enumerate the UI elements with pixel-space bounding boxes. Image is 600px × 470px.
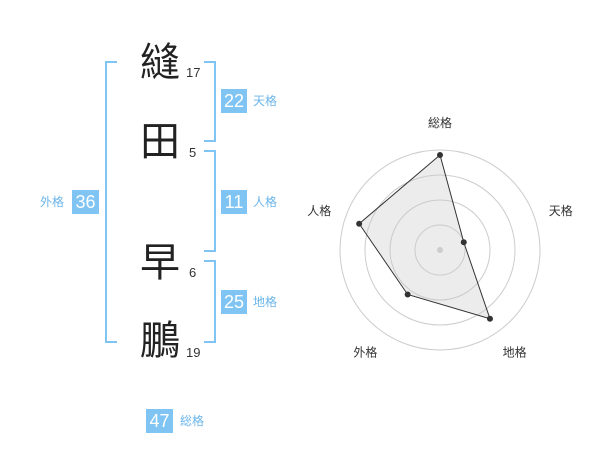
- radar-axis-label-3: 地格: [503, 345, 527, 360]
- name-char-4: 鵬: [140, 318, 180, 364]
- radar-ring: [389, 199, 491, 301]
- jinkaku-label: 人格: [253, 195, 278, 209]
- radar-point-5: [356, 220, 363, 227]
- jinkaku-value: 11: [221, 190, 247, 214]
- soukaku-label: 総格: [180, 414, 205, 428]
- radar-point-4: [404, 291, 411, 298]
- radar-point-3: [486, 315, 493, 322]
- name-char-1: 縫: [140, 40, 180, 86]
- stroke-count-2: 5: [189, 145, 197, 160]
- gaikaku-bracket: [105, 61, 117, 343]
- radar-axis-label-5: 人格: [307, 203, 331, 218]
- radar-point-1: [437, 152, 443, 158]
- radar-point-2: [460, 239, 467, 246]
- tenkaku-value: 22: [221, 89, 247, 113]
- chikaku-bracket: [204, 260, 216, 343]
- tenkaku-label: 天格: [253, 94, 278, 108]
- radar-axis-label-4: 外格: [353, 345, 377, 360]
- soukaku-value: 47: [146, 409, 173, 433]
- name-char-2: 田: [140, 119, 180, 165]
- name-char-3: 早: [140, 240, 180, 286]
- jinkaku-bracket: [204, 150, 216, 252]
- stroke-count-1: 17: [186, 65, 201, 80]
- stroke-count-3: 6: [189, 265, 197, 280]
- gaikaku-value: 36: [72, 190, 99, 214]
- chikaku-value: 25: [221, 290, 247, 314]
- radar-ring: [364, 174, 516, 326]
- radar-axis-label-1: 総格: [428, 115, 452, 130]
- tenkaku-bracket: [204, 61, 216, 142]
- radar-axis-label-2: 天格: [549, 203, 573, 218]
- radar-ring: [339, 149, 541, 351]
- radar-center-dot: [437, 247, 443, 253]
- radar-ring: [414, 224, 466, 276]
- radar-polygon: [358, 154, 491, 320]
- chikaku-label: 地格: [253, 295, 278, 309]
- gaikaku-label: 外格: [40, 195, 65, 209]
- stroke-count-4: 19: [186, 345, 201, 360]
